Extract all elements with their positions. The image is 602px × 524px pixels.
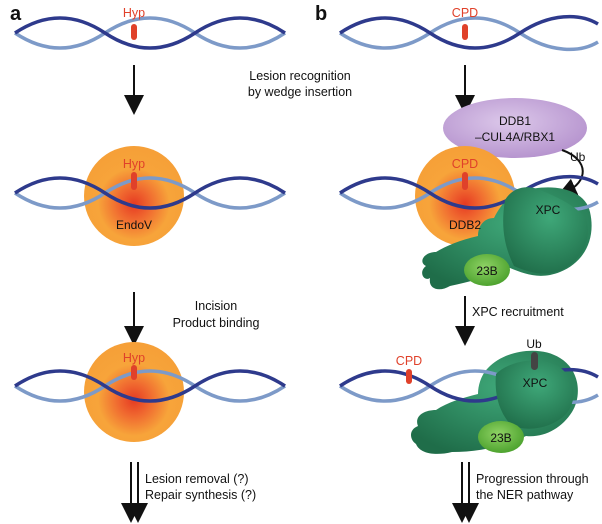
step-label-a2-line2: Product binding — [173, 316, 260, 330]
xpc-fingers-b2 — [503, 187, 588, 274]
rad23b-protein-b3 — [478, 421, 524, 453]
rad23b-label-b3: 23B — [490, 431, 511, 445]
lesion-marker-b2 — [462, 172, 468, 190]
xpc-label-b2: XPC — [536, 203, 561, 217]
dna-helix-a3 — [14, 369, 286, 403]
ddb2-label: DDB2 — [449, 218, 481, 232]
lesion-marker-a3 — [131, 365, 137, 380]
ub-transfer-arrow — [556, 149, 584, 197]
lesion-marker-a1 — [131, 24, 137, 40]
ub-tag-b3 — [531, 352, 538, 370]
lesion-label-b2: CPD — [452, 157, 478, 171]
dna-helix-a1 — [14, 16, 286, 50]
step-label-a3-line1: Lesion removal (?) — [145, 472, 249, 486]
panel-a-letter: a — [10, 3, 22, 25]
step-label-b3-line2: the NER pathway — [476, 488, 574, 502]
rad23b-protein-b2 — [464, 254, 510, 286]
endov-label: EndoV — [116, 218, 152, 232]
xpc-cap-b3 — [495, 360, 574, 429]
ub-label-b3: Ub — [526, 337, 542, 351]
rad23b-label-b2: 23B — [476, 264, 497, 278]
ddb1-label-line1: DDB1 — [499, 114, 531, 128]
ddb1-label-line2: –CUL4A/RBX1 — [475, 130, 555, 144]
step-label-a1-line2: by wedge insertion — [248, 85, 352, 99]
lesion-label-a2: Hyp — [123, 157, 145, 171]
step-label-b2: XPC recruitment — [472, 305, 564, 319]
lesion-label-b3: CPD — [396, 354, 422, 368]
lesion-marker-b1 — [462, 24, 468, 40]
panel-b-letter: b — [315, 3, 327, 25]
lesion-marker-b3 — [406, 369, 412, 384]
step-label-a1-line1: Lesion recognition — [249, 69, 351, 83]
lesion-label-a1: Hyp — [123, 6, 145, 20]
endov-protein — [84, 146, 184, 246]
ub-label-b2: Ub — [570, 150, 586, 164]
lesion-label-a3: Hyp — [123, 351, 145, 365]
dna-helix-b1 — [339, 14, 599, 52]
step-label-a2-line1: Incision — [195, 299, 237, 313]
dna-helix-a2 — [14, 176, 286, 210]
endov-protein-product — [84, 342, 184, 442]
step-label-b3-line1: Progression through — [476, 472, 589, 486]
ddb1-cul4a-rbx1-complex — [443, 98, 587, 158]
lesion-marker-a2 — [131, 172, 137, 190]
lesion-label-b1: CPD — [452, 6, 478, 20]
xpc-label-b3: XPC — [523, 376, 548, 390]
step-label-a3-line2: Repair synthesis (?) — [145, 488, 256, 502]
